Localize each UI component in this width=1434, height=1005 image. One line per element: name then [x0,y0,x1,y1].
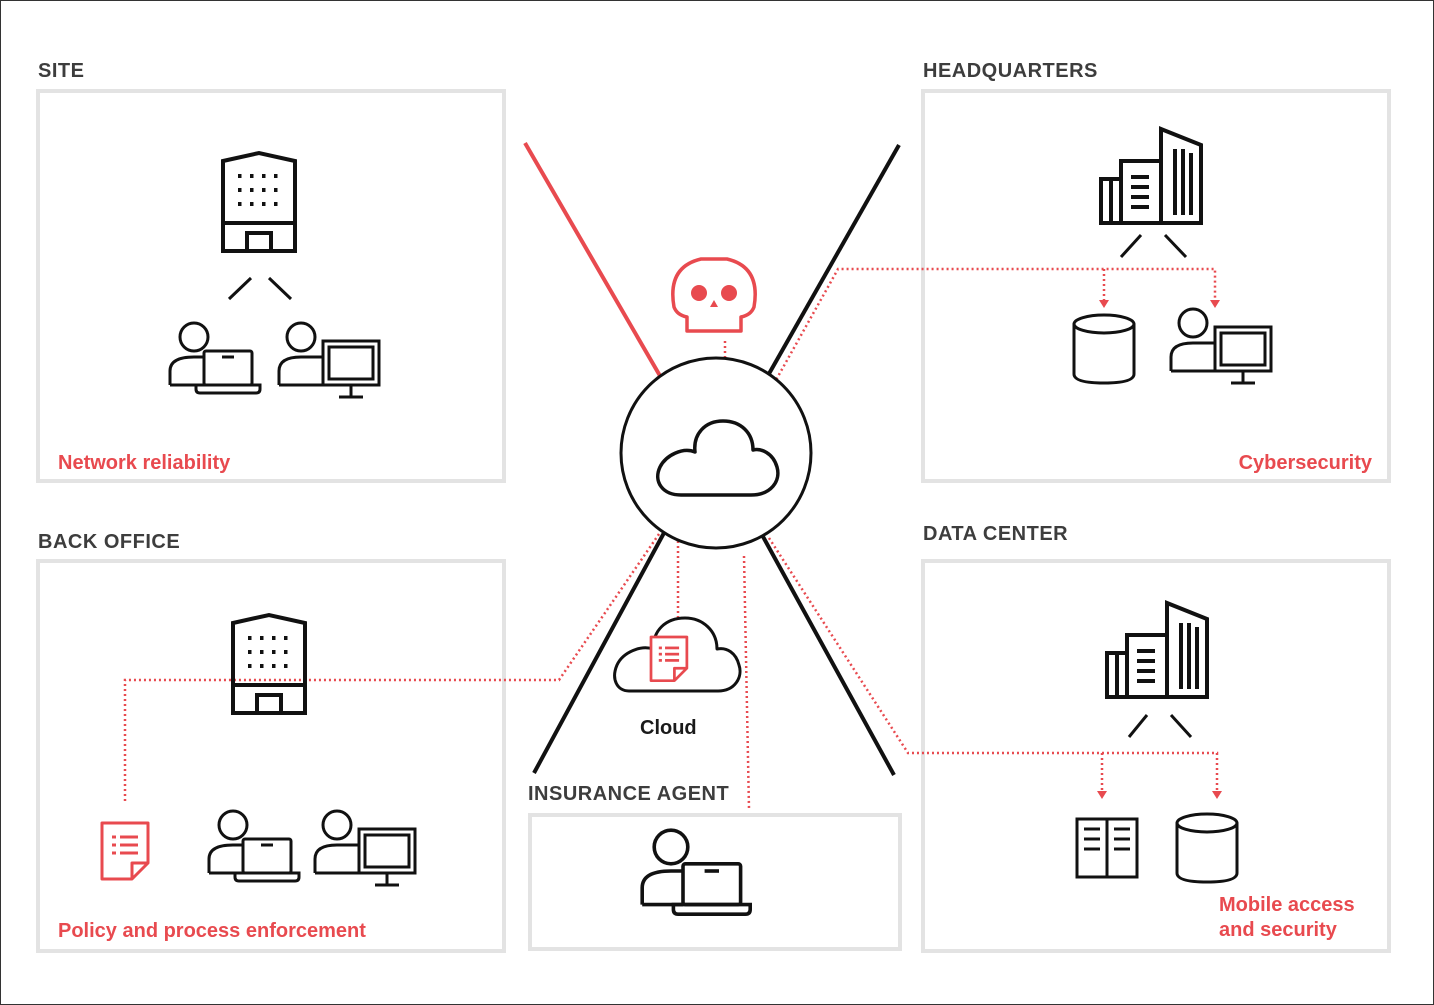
cloud-hub-circle [619,356,813,550]
data-center-panel [921,559,1391,953]
document-icon [100,821,150,881]
back-office-title: BACK OFFICE [38,531,181,553]
site-title: SITE [38,60,85,82]
panels [36,89,1391,953]
cybersecurity-label: Cybersecurity [1238,452,1372,474]
user-laptop-icon [640,828,753,917]
branch-lines [227,276,293,301]
office-towers-icon [1103,601,1211,699]
branch-lines [1119,233,1188,259]
user-laptop-icon [207,809,301,883]
policy-flow-path [123,533,661,801]
user-desktop-icon [277,321,381,399]
headquarters-panel [921,89,1391,483]
user-desktop-icon [1169,307,1273,385]
cloud-icon [656,419,780,497]
insurance-agent-panel [528,813,902,951]
user-laptop-icon [168,321,262,395]
agent-flow-path [742,555,751,810]
office-towers-icon [1097,127,1205,225]
site-connector-line [523,141,665,383]
threat-flow-path [723,267,1217,391]
back-office-connector-line [532,530,667,774]
building-icon [231,613,307,715]
mobile-flow-path [767,537,1219,791]
data-center-connector-line [759,532,896,776]
insurance-agent-title: INSURANCE AGENT [528,783,730,805]
cloud-caption: Cloud [640,717,697,739]
cloud-document-icon [613,616,742,693]
headquarters-connector-line [764,144,901,380]
branch-lines [1127,713,1193,739]
user-desktop-icon [313,809,417,887]
headquarters-title: HEADQUARTERS [923,60,1098,82]
building-icon [221,151,297,253]
back-office-panel [36,559,506,953]
skull-icon [671,257,757,333]
site-panel [36,89,506,483]
mobile-access-label: Mobile access and security [1219,894,1355,941]
database-icon [1072,313,1136,385]
server-rack-icon [1075,817,1139,879]
data-center-title: DATA CENTER [923,523,1069,545]
network-reliability-label: Network reliability [58,452,231,474]
database-icon [1175,812,1239,884]
policy-enforcement-label: Policy and process enforcement [58,920,366,942]
